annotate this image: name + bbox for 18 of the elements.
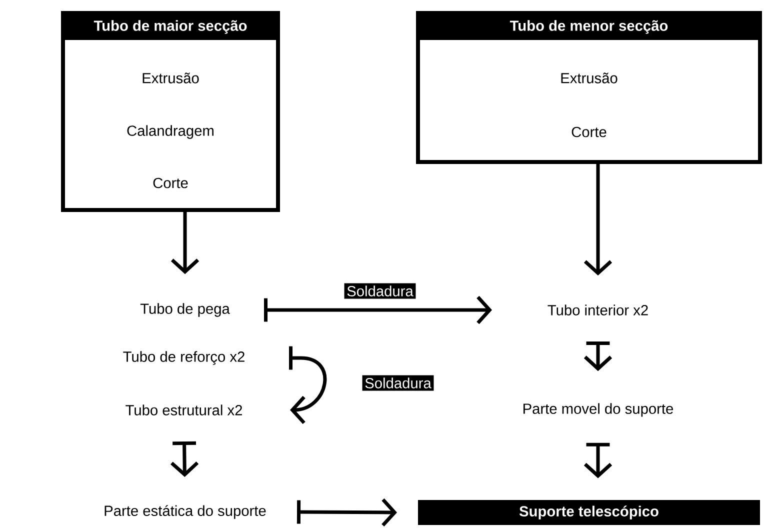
process-box: Tubo de menor secção Extrusão Corte [416, 11, 762, 164]
part-label: Tubo estrutural x2 [126, 404, 242, 416]
arrow [289, 346, 327, 424]
edge-label: Soldadura [362, 375, 434, 391]
arrow [584, 442, 612, 478]
arrow [264, 296, 492, 324]
edge-label: Soldadura [344, 283, 416, 299]
result-box: Suporte telescópico [418, 500, 760, 525]
part-label: Parte movel do suporte [524, 403, 674, 417]
arrow [170, 441, 199, 477]
process-box: Tubo de maior secção Extrusão Calandragem Corte [61, 11, 280, 212]
arrow [584, 164, 612, 276]
part-label: Tubo de pega [140, 303, 230, 317]
part-label: Parte estática do suporte [104, 505, 266, 519]
part-label: Tubo de reforço x2 [123, 351, 244, 365]
arrow [296, 498, 397, 526]
arrow [170, 212, 200, 274]
part-label: Tubo interior x2 [548, 304, 648, 316]
